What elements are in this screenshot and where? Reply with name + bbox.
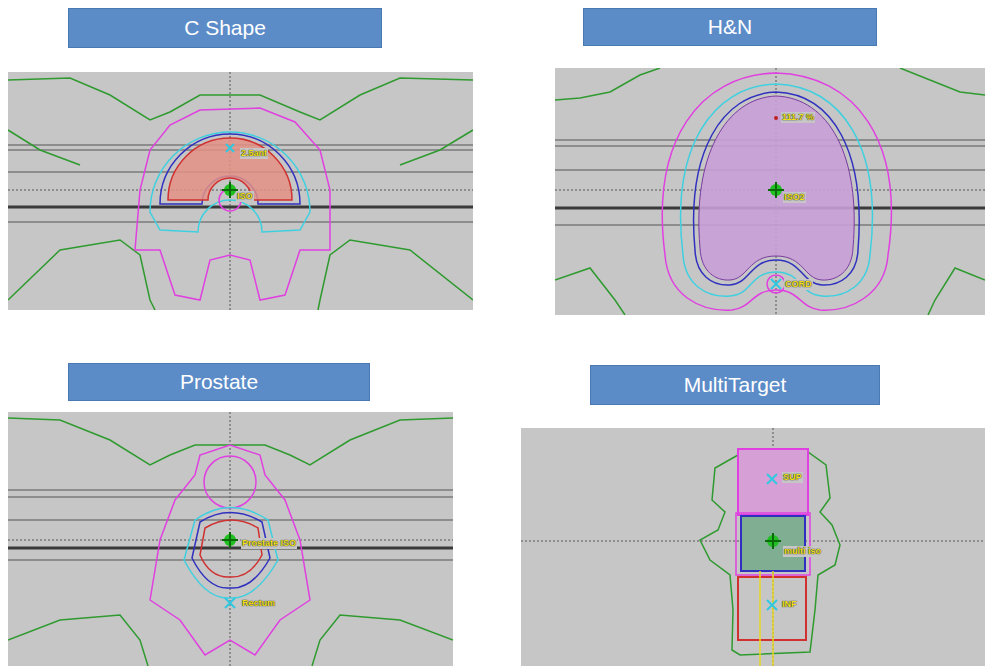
point-label: INF — [781, 599, 798, 610]
prostate-panel — [8, 412, 453, 666]
panel-title: Prostate — [180, 370, 258, 394]
point-label: Prostate ISO — [241, 538, 297, 549]
point-label: 111.7 % — [781, 112, 815, 123]
c-shape-panel — [8, 72, 473, 310]
point-label: CORD — [784, 279, 813, 290]
point-label: SUP — [782, 472, 803, 483]
point-label: multi iso — [783, 546, 822, 557]
point-label: ISO — [236, 191, 254, 202]
head-neck-panel — [555, 68, 985, 315]
panel-title: MultiTarget — [684, 373, 787, 397]
point-label: ISO2 — [783, 192, 806, 203]
multitarget-panel — [521, 428, 985, 666]
panel-header: C Shape — [68, 8, 382, 48]
panel-header: MultiTarget — [590, 365, 880, 405]
point-label: Rectum — [241, 598, 276, 609]
panel-title: H&N — [708, 15, 752, 39]
point-label: 2.5ant — [240, 148, 268, 159]
panel-title: C Shape — [184, 16, 266, 40]
panel-header: Prostate — [68, 363, 370, 401]
panel-header: H&N — [583, 8, 877, 46]
